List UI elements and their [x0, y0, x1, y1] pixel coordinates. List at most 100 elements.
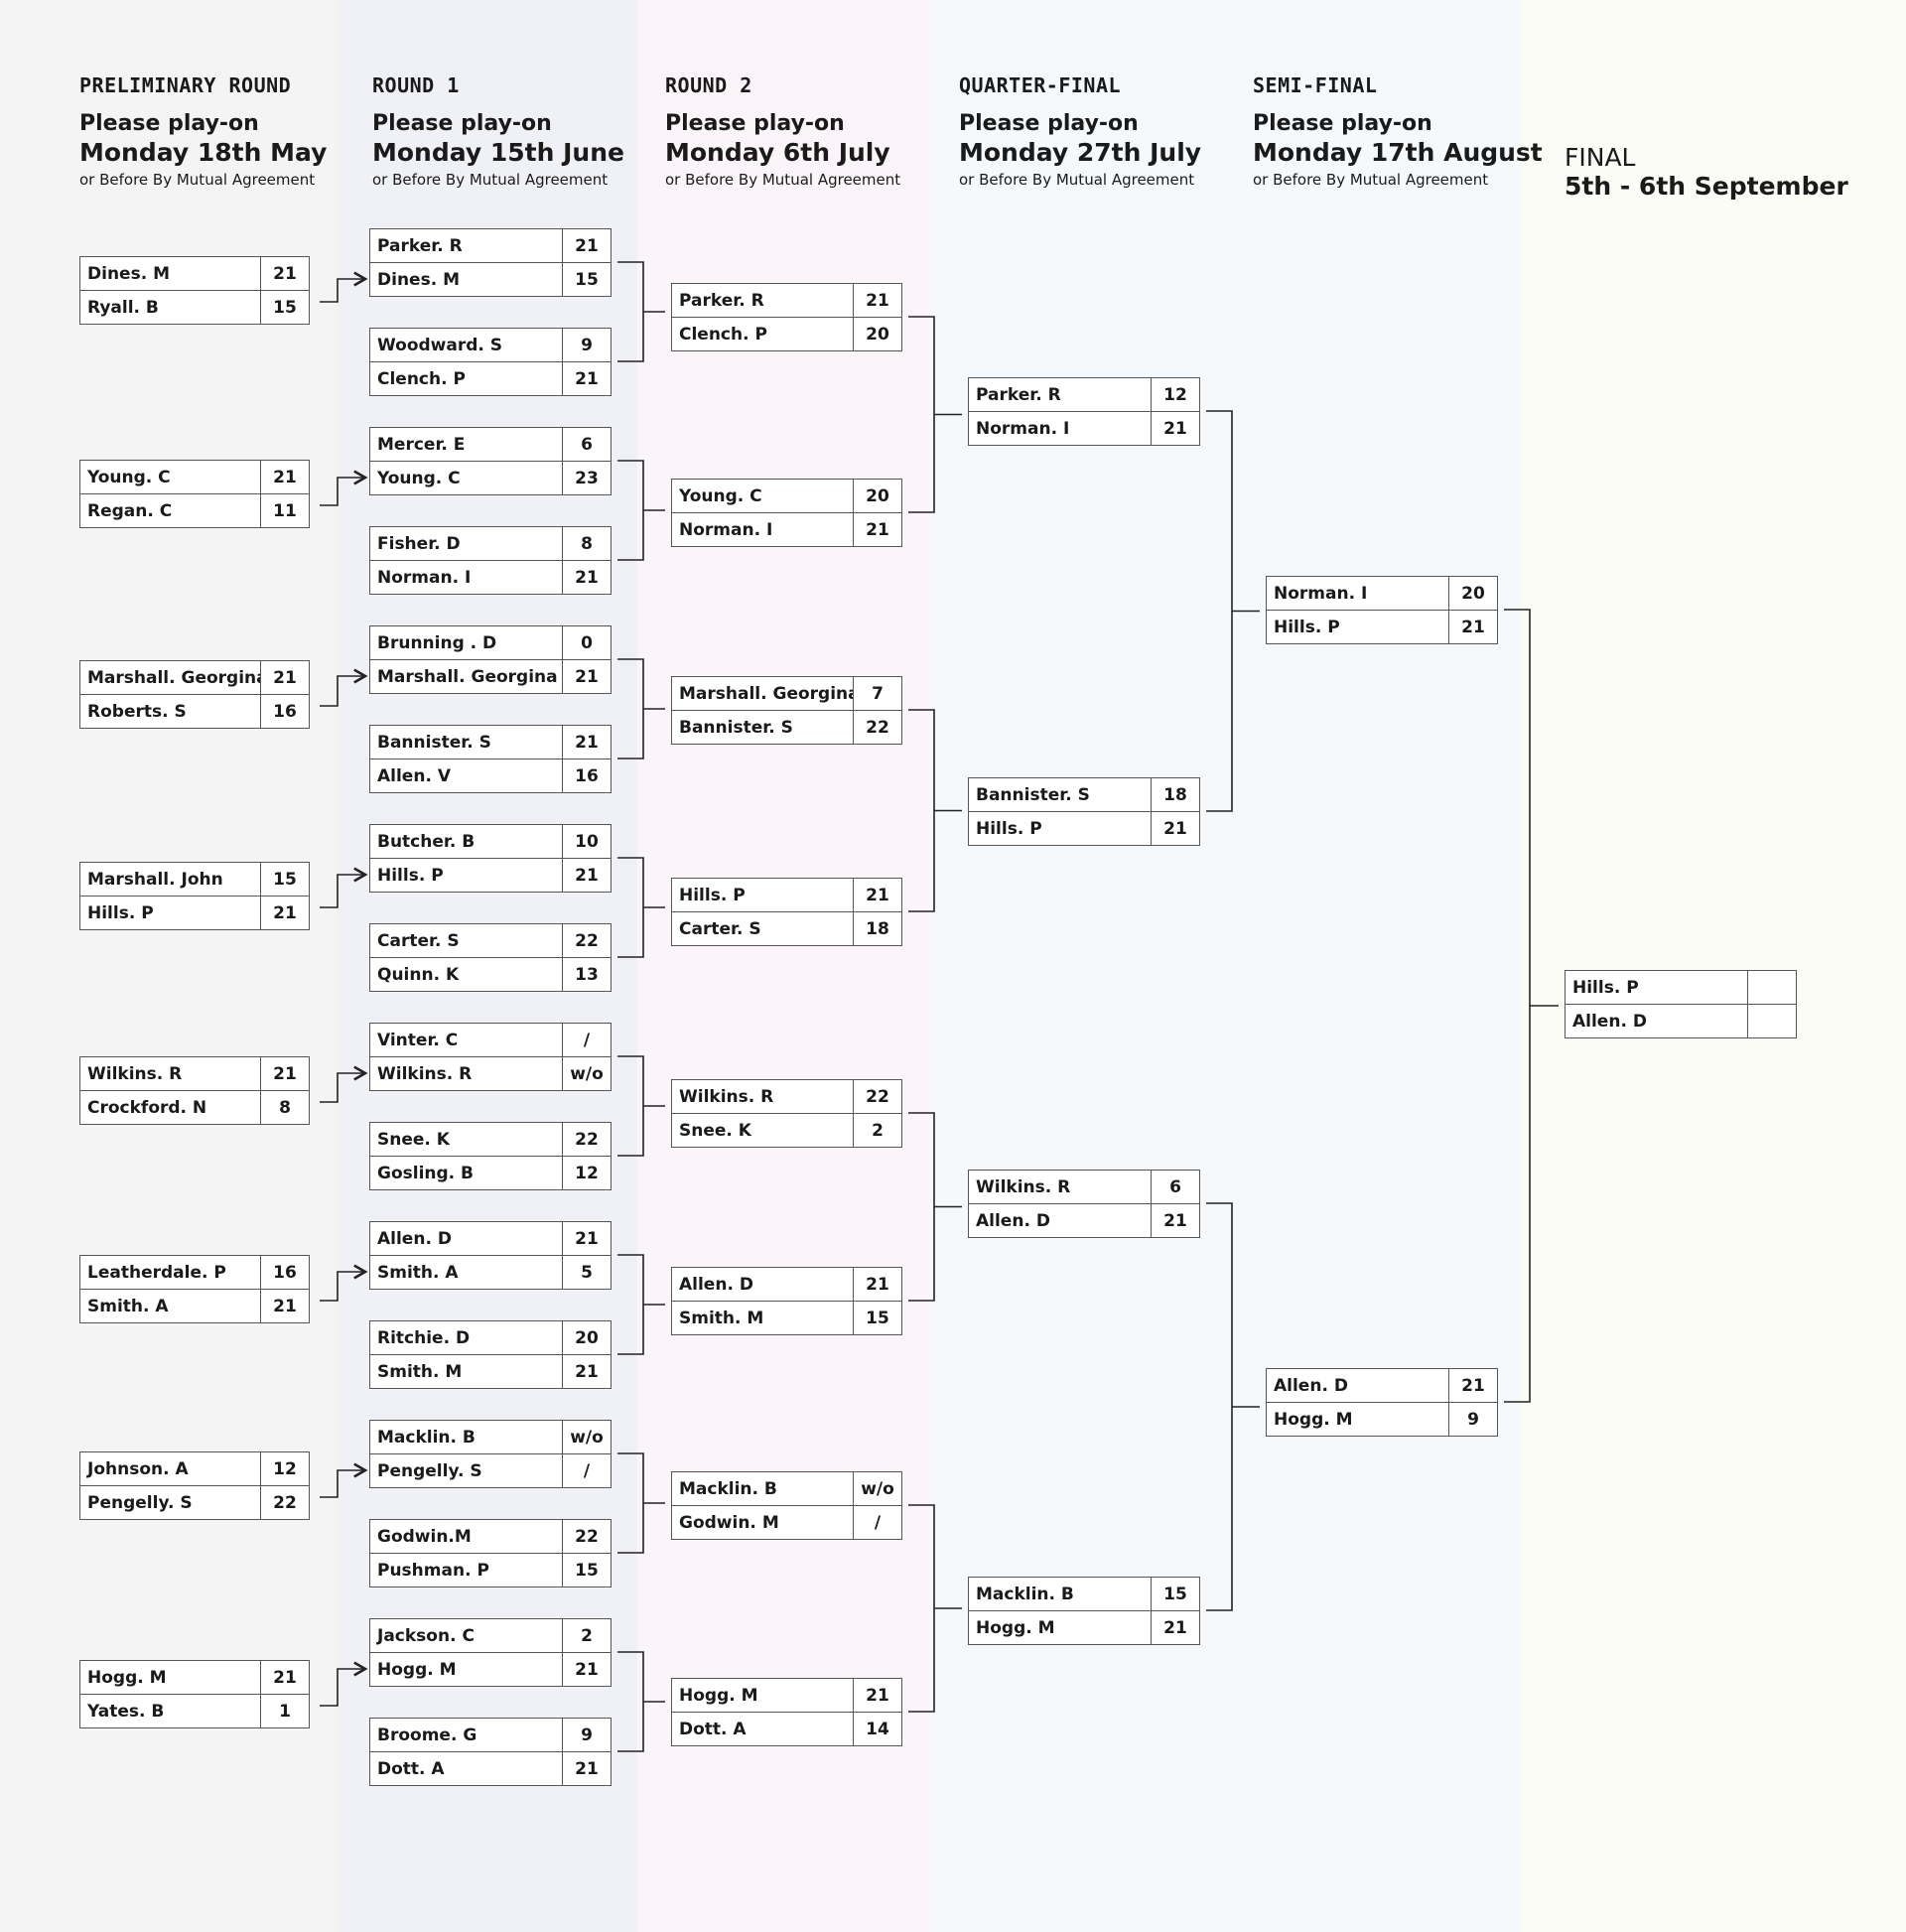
round1-bracket	[617, 1254, 644, 1355]
final-dates: 5th - 6th September	[1565, 172, 1848, 201]
header-round1: ROUND 1 Please play-on Monday 15th June …	[372, 73, 624, 189]
band-final	[1521, 0, 1906, 1932]
player-score: 21	[1448, 611, 1497, 643]
player-score: 21	[562, 1355, 611, 1388]
player-score: 21	[1151, 1611, 1199, 1644]
player-score: 12	[260, 1452, 309, 1485]
player-name: Hills. P	[377, 865, 444, 886]
player-name: Parker. R	[377, 235, 463, 256]
player-score: 14	[853, 1713, 901, 1745]
player-score: 8	[562, 527, 611, 560]
player-name: Marshall. Georgina	[679, 683, 853, 704]
player-row: Dott. A 14	[672, 1712, 901, 1745]
player-name: Dines. M	[87, 263, 170, 284]
player-name: Norman. I	[679, 519, 773, 540]
player-name: Brunning . D	[377, 632, 497, 653]
player-name: Norman. I	[976, 418, 1070, 439]
player-name: Parker. R	[976, 384, 1061, 405]
player-name: Macklin. B	[377, 1427, 476, 1448]
round1-bracket	[617, 658, 644, 759]
player-score: 21	[260, 461, 309, 493]
mutual-agreement-note: or Before By Mutual Agreement	[959, 171, 1195, 189]
player-row: Godwin. M/	[672, 1505, 901, 1539]
player-score: 21	[562, 660, 611, 693]
player-row: Dines. M 21	[80, 257, 309, 290]
prelim-arrow-connector	[320, 867, 368, 908]
player-score: 9	[562, 329, 611, 361]
player-score: 7	[853, 677, 901, 710]
player-name: Johnson. A	[87, 1458, 189, 1479]
player-name: Dott. A	[679, 1719, 747, 1739]
player-score: 5	[562, 1256, 611, 1289]
player-name: Smith. A	[377, 1262, 459, 1283]
player-name: Butcher. B	[377, 831, 476, 852]
player-name: Bannister. S	[976, 784, 1090, 805]
player-name: Allen. D	[377, 1228, 452, 1249]
player-score: 21	[562, 1752, 611, 1785]
player-score: w/o	[562, 1421, 611, 1453]
player-score: 6	[1151, 1171, 1199, 1203]
player-score: 20	[853, 480, 901, 512]
player-score: 21	[853, 513, 901, 546]
player-name: Allen. D	[976, 1210, 1050, 1231]
play-on-text: Please play-on	[665, 111, 845, 136]
player-score: 22	[260, 1486, 309, 1519]
player-row: Woodward. S 9	[370, 329, 611, 361]
player-name: Parker. R	[679, 290, 764, 311]
player-name: Dott. A	[377, 1758, 445, 1779]
player-score: 21	[562, 859, 611, 892]
player-name: Young. C	[87, 467, 171, 487]
mutual-agreement-note: or Before By Mutual Agreement	[665, 171, 901, 189]
player-score: 21	[260, 1661, 309, 1694]
player-name: Carter. S	[679, 918, 761, 939]
player-score: 22	[562, 1123, 611, 1156]
player-name: Marshall. Georgina	[87, 667, 260, 688]
player-score: 15	[260, 291, 309, 324]
player-row: Hills. P	[1566, 971, 1796, 1004]
player-score: 21	[260, 1057, 309, 1090]
player-name: Hogg. M	[1274, 1409, 1353, 1430]
player-name: Crockford. N	[87, 1097, 207, 1118]
prelim-arrow-connector	[320, 1462, 368, 1498]
player-name: Hogg. M	[377, 1659, 457, 1680]
player-name: Woodward. S	[377, 335, 503, 355]
player-score: 21	[260, 257, 309, 290]
player-name: Wilkins. R	[377, 1063, 473, 1084]
play-on-date: Monday 17th August	[1253, 138, 1543, 167]
